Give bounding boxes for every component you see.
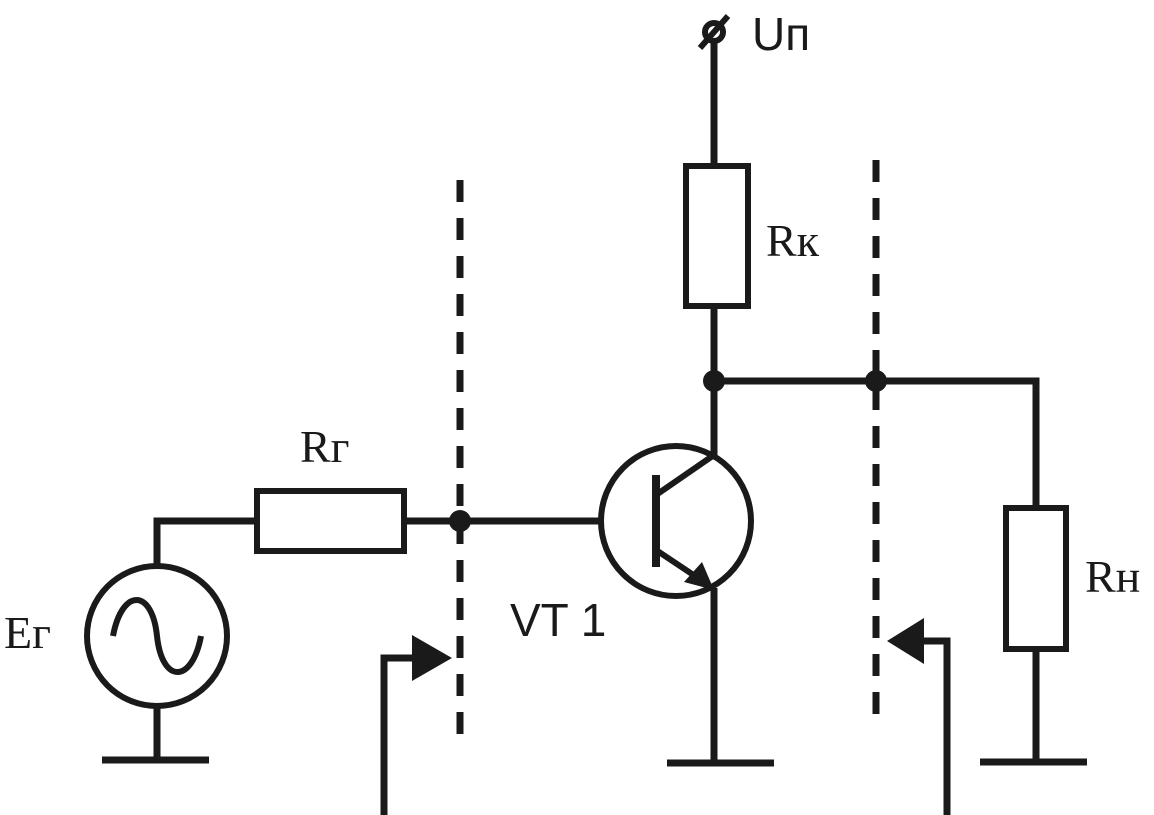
output-wire	[714, 377, 1040, 508]
collector-node	[703, 370, 725, 392]
generator-eg	[84, 563, 230, 709]
supply-label: Uп	[752, 8, 810, 60]
generator-label: Eг	[4, 607, 51, 658]
input-node	[449, 510, 471, 532]
collector-resistor-label: Rк	[766, 215, 820, 266]
supply-terminal	[697, 14, 731, 50]
source-resistor	[254, 488, 407, 554]
load-resistor	[1003, 505, 1069, 652]
input-impedance-arrow	[380, 635, 452, 815]
transistor-vt1	[598, 443, 754, 599]
output-impedance-arrow	[887, 618, 951, 815]
collector-resistor	[683, 163, 751, 309]
source-resistor-label: Rг	[300, 421, 350, 472]
transistor-label: VT 1	[510, 594, 606, 646]
load-resistor-label: Rн	[1085, 551, 1140, 602]
generator-wire	[153, 517, 257, 566]
output-node	[865, 370, 887, 392]
